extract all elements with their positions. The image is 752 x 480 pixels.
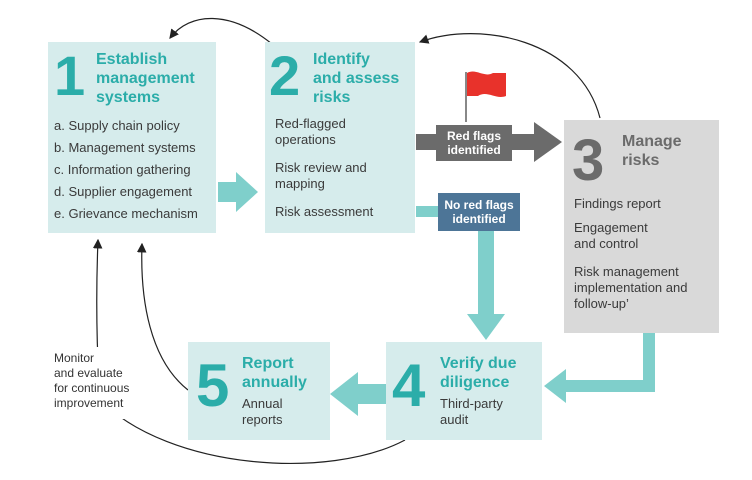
curve-2-to-1	[169, 17, 273, 45]
arrow-1-to-2	[218, 172, 258, 212]
curve-5-to-1	[136, 242, 189, 391]
curve-3-to-2	[418, 33, 601, 119]
step-2-item: Red-flagged operations	[275, 116, 346, 147]
arrow-norf-to-4	[467, 230, 505, 340]
red-flags-label: Red flags identified	[446, 129, 501, 157]
step-5-box: 5 Report annually Annual reports	[188, 342, 330, 440]
connector-2-to-norf	[416, 206, 438, 217]
step-3-title: Manage risks	[622, 133, 682, 169]
step-3-item: Engagement and control	[574, 220, 648, 251]
arrow-3-to-4	[544, 333, 655, 403]
step-1-item: a. Supply chain policy	[54, 118, 180, 133]
arrow-4-to-5	[330, 372, 386, 416]
step-1-item: b. Management systems	[54, 140, 196, 155]
step-1-item: e. Grievance mechanism	[54, 206, 198, 221]
step-5-title: Report annually	[242, 355, 307, 391]
step-4-number: 4	[392, 352, 426, 419]
step-4-box: 4 Verify due diligence Third-party audit	[386, 342, 542, 440]
step-3-item: Risk management implementation and follo…	[574, 264, 688, 311]
no-red-flags-label: No red flags identified	[444, 198, 514, 226]
step-3-number: 3	[572, 128, 605, 193]
step-3-item: Findings report	[574, 196, 661, 211]
step-2-title: Identify and assess risks	[313, 51, 400, 106]
step-4-item: Third-party audit	[440, 396, 503, 427]
step-1-number: 1	[54, 44, 86, 107]
step-2-item: Risk assessment	[275, 204, 374, 219]
step-5-number: 5	[196, 352, 230, 419]
curve-4-to-monitor	[92, 238, 406, 464]
step-2-item: Risk review and mapping	[275, 160, 367, 191]
step-1-item: c. Information gathering	[54, 162, 191, 177]
step-4-title: Verify due diligence	[440, 355, 517, 391]
step-3-box: 3 Manage risks Findings report Engagemen…	[564, 120, 719, 333]
step-1-item: d. Supplier engagement	[54, 184, 193, 199]
step-5-item: Annual reports	[242, 396, 283, 427]
step-2-box: 2 Identify and assess risks Red-flagged …	[265, 42, 415, 233]
monitor-note: Monitor and evaluate for continuous impr…	[48, 347, 142, 419]
red-flag-icon	[465, 71, 506, 122]
step-1-title: Establish management systems	[96, 51, 195, 106]
step-2-number: 2	[269, 44, 301, 107]
step-1-box: 1 Establish management systems a. Supply…	[48, 42, 216, 233]
no-red-flags-tag: No red flags identified	[438, 193, 520, 231]
red-flags-tag: Red flags identified	[436, 125, 512, 161]
